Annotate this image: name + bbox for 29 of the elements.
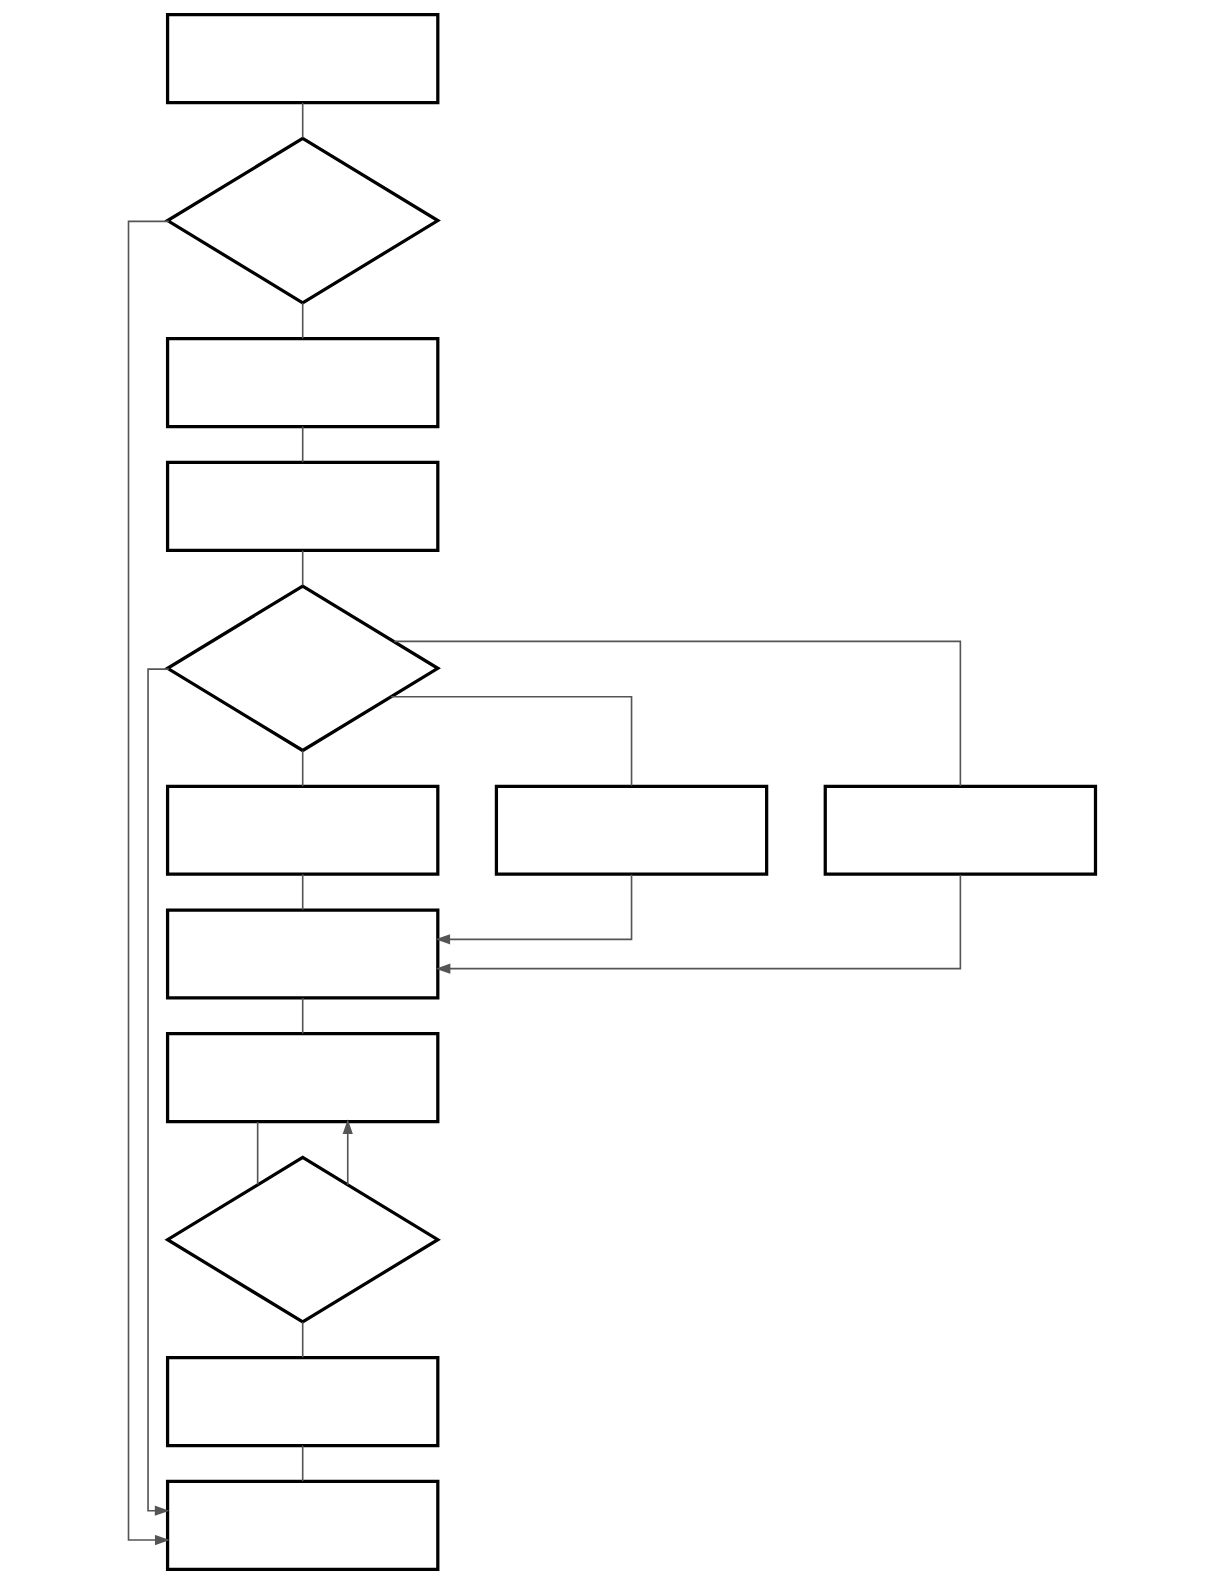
node-box [165,337,440,429]
node-box [165,13,440,105]
connector [301,549,304,587]
connector [393,640,962,787]
connector [301,749,304,787]
node-diamond [164,584,441,753]
node-box [165,1356,440,1448]
node-box [165,784,440,876]
arrow [435,874,962,974]
connector [390,695,633,787]
connector [301,997,304,1035]
arrow [127,220,170,1546]
node-box [165,908,440,1000]
connector [301,102,304,139]
node-box [165,460,440,552]
connector [301,1321,304,1359]
node-diamond [164,136,441,305]
connector [301,1444,304,1482]
connector [256,1121,259,1186]
connector [301,302,304,340]
connector [301,425,304,463]
node-box [165,1479,440,1571]
node-diamond [164,1155,441,1324]
connector [301,873,304,911]
arrow [342,1119,353,1186]
arrow [435,873,633,945]
node-box [494,784,769,876]
node-box [165,1032,440,1124]
node-box [823,784,1098,876]
